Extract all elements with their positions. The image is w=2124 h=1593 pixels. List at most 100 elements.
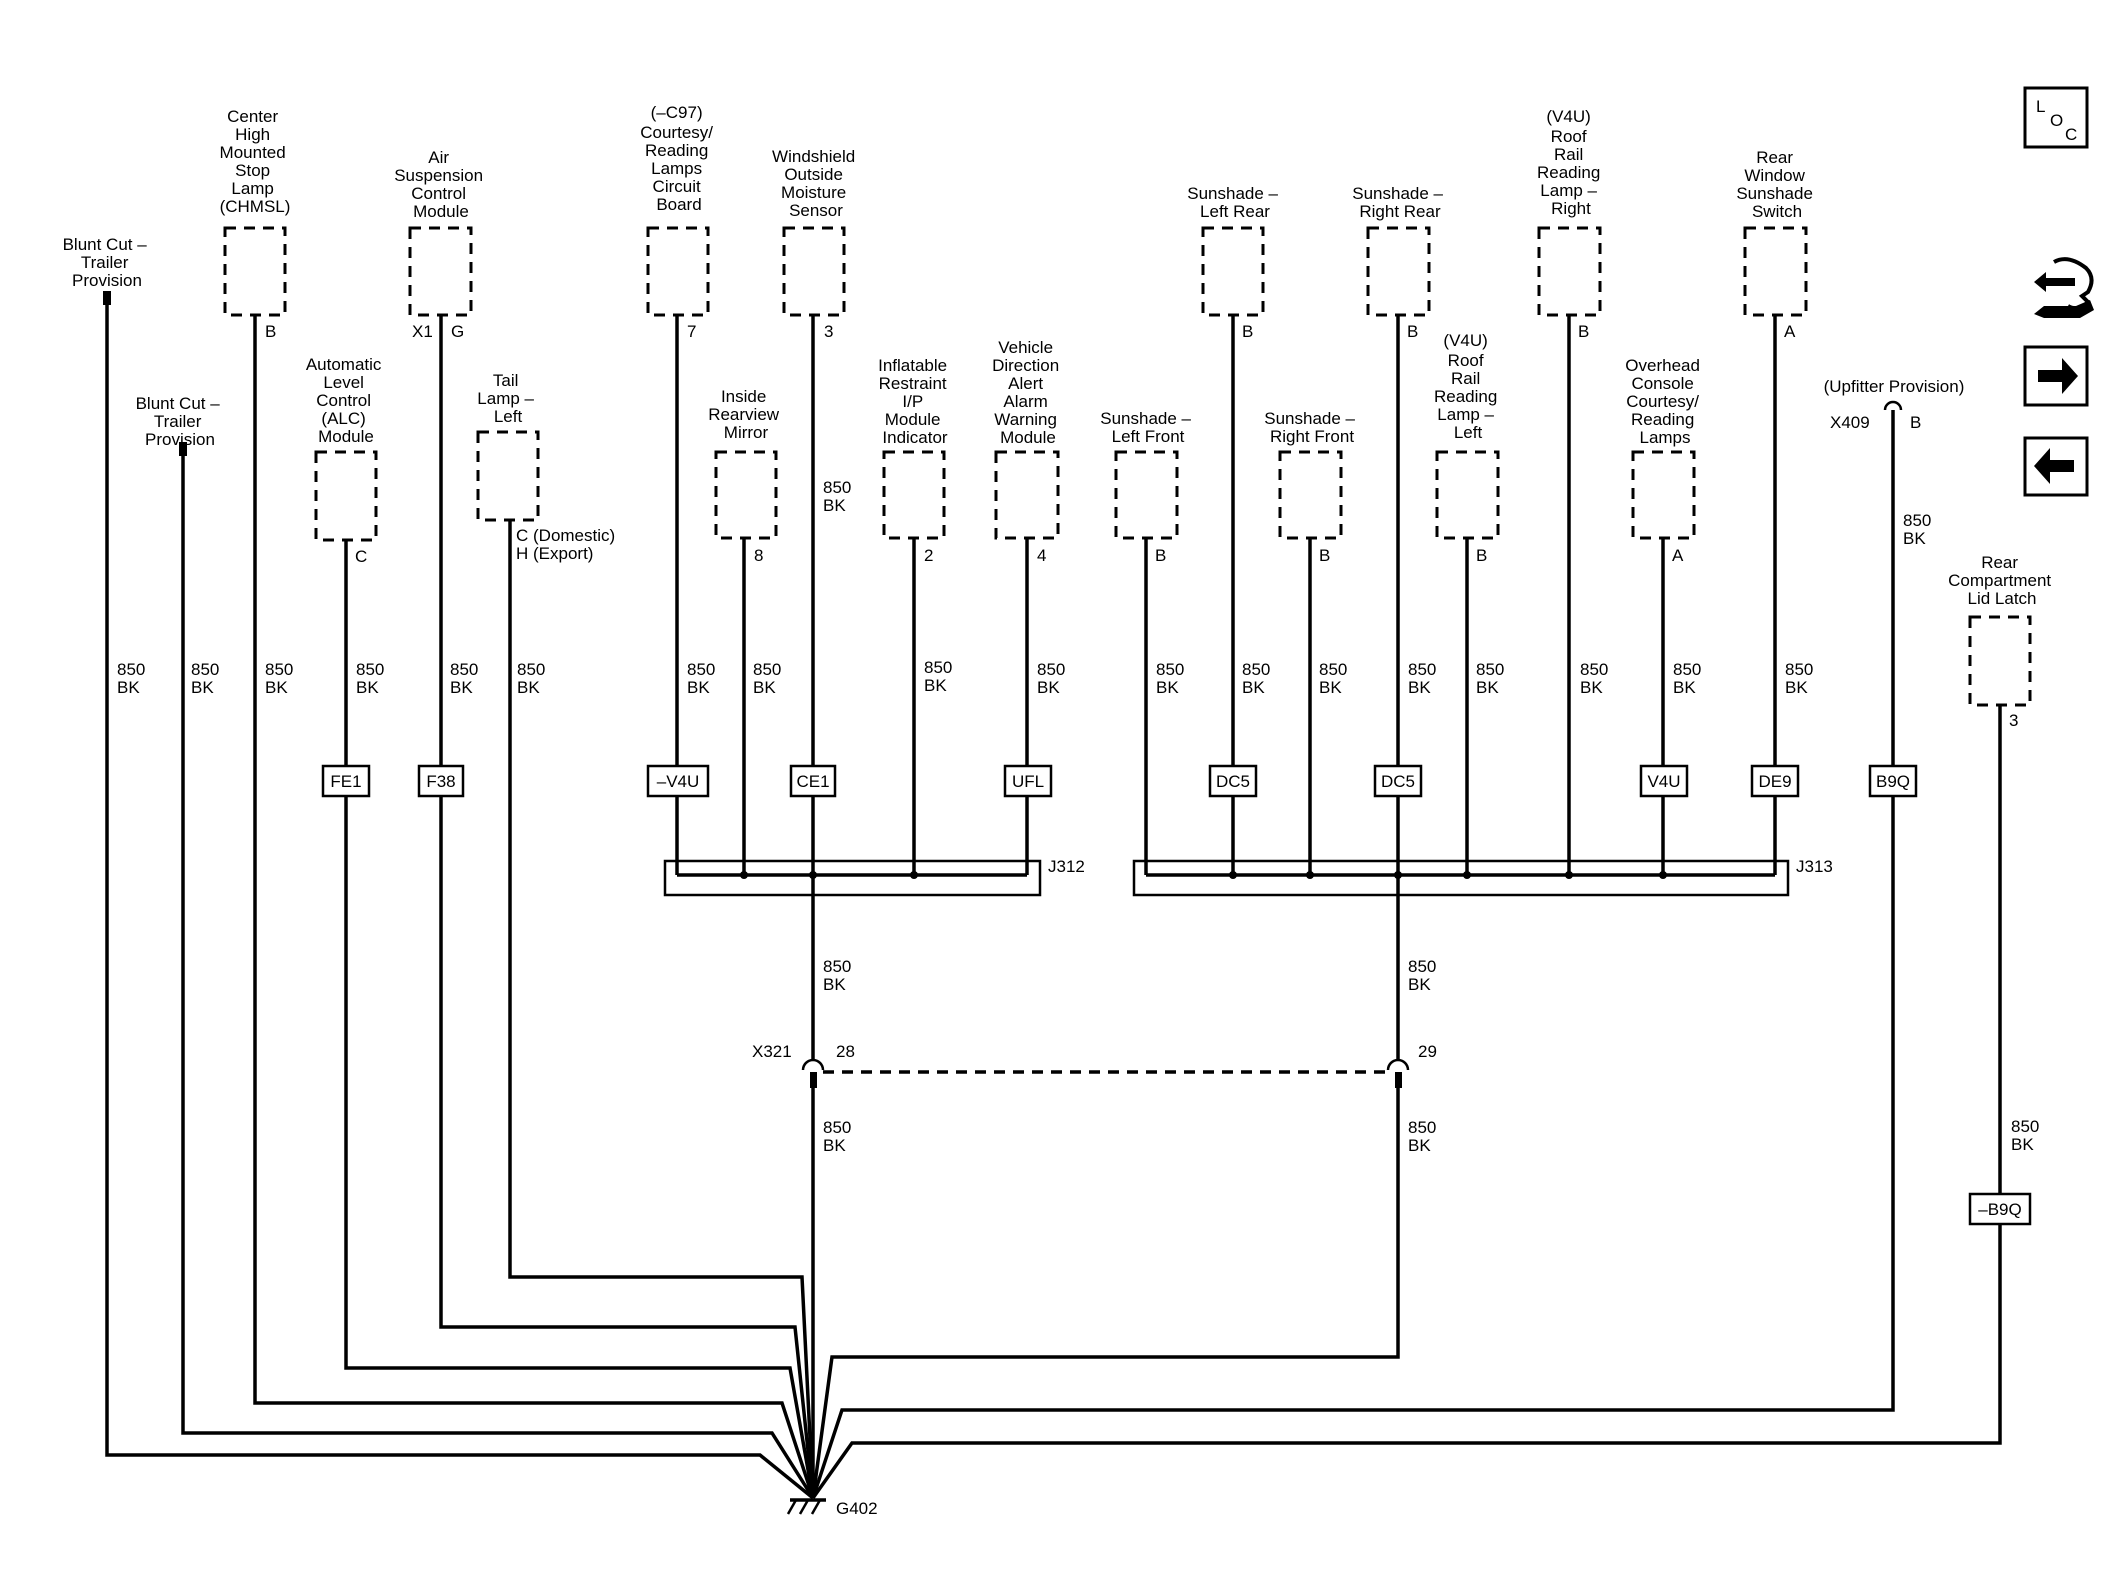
svg-text:BK: BK [1476,678,1499,697]
svg-text:850: 850 [823,478,851,497]
pin-mirror: 8 [754,546,763,565]
pin-chmsl: B [265,322,276,341]
svg-text:BK: BK [1156,678,1179,697]
svg-text:850: 850 [1408,660,1436,679]
option-box: FE1 [321,764,371,798]
wrench-arrow-icon[interactable] [2034,257,2094,318]
pin-roofr: B [1578,322,1589,341]
box-chmsl [223,226,287,317]
box-alc [314,450,378,542]
svg-text:850: 850 [924,658,952,677]
svg-text:BK: BK [1037,678,1060,697]
pin-alc: C [355,547,367,566]
pin-vdaa: 4 [1037,546,1046,565]
label-mirror: Inside Rearview Mirror [708,387,784,442]
wire-alc [344,540,815,1499]
connector-x1: X1 [412,322,433,341]
svg-text:850: 850 [687,660,715,679]
pin-airsusp: G [451,322,464,341]
box-taillamp [476,430,540,522]
box-airbagind [882,450,946,540]
wire-blunt1 [105,305,815,1500]
svg-text:850: 850 [1408,957,1436,976]
svg-text:850: 850 [117,660,145,679]
svg-text:850: 850 [823,1118,851,1137]
svg-text:850: 850 [823,957,851,976]
svg-text:850: 850 [450,660,478,679]
label-roofr: (V4U) Roof Rail Reading Lamp – Right [1537,107,1605,218]
ground-label: G402 [836,1499,878,1518]
svg-text:BK: BK [1242,678,1265,697]
component-boxes [223,226,2032,707]
label-airsusp: Air Suspension Control Module [394,148,488,221]
pin-29: 29 [1418,1042,1437,1061]
svg-text:850: 850 [517,660,545,679]
label-ssrf: Sunshade – Right Front [1264,409,1359,446]
svg-text:DC5: DC5 [1381,772,1415,791]
box-courtesy [646,226,710,317]
inline-connector-x321: X321 28 29 [752,1042,1437,1088]
pin-28: 28 [836,1042,855,1061]
wire-blunt2 [181,456,815,1499]
pin-reartrunk: 3 [2009,711,2018,730]
wire-airsusp [439,315,815,1499]
box-sslr [1201,226,1265,317]
splice-label-j313: J313 [1796,857,1833,876]
svg-text:B9Q: B9Q [1876,772,1910,791]
svg-text:BK: BK [924,676,947,695]
svg-text:BK: BK [823,1136,846,1155]
pin-upfitter: B [1910,413,1921,432]
label-airbagind: Inflatable Restraint I/P Module Indicato… [878,356,952,447]
pin-ssrf: B [1319,546,1330,565]
splice-j313: J313 [1132,857,1833,897]
label-moisture: Windshield Outside Moisture Sensor [772,147,860,220]
svg-text:BK: BK [1408,678,1431,697]
svg-text:BK: BK [117,678,140,697]
back-arrow-button[interactable] [2023,436,2089,497]
wire-taillamp [508,520,815,1499]
label-alc: Automatic Level Control (ALC) Module [306,355,386,446]
option-box: B9Q [1868,764,1918,798]
svg-text:BK: BK [823,975,846,994]
box-roofl [1435,450,1500,540]
label-blunt2: Blunt Cut – Trailer Provision [136,394,225,449]
component-labels: Blunt Cut – Trailer Provision Center Hig… [63,103,2052,608]
pin-airbagind: 2 [924,546,933,565]
pin-courtesy: 7 [687,322,696,341]
svg-text:850: 850 [1037,660,1065,679]
forward-arrow-button[interactable] [2023,345,2089,407]
option-box: V4U [1639,764,1689,798]
loc-icon[interactable]: L O C [2023,86,2089,149]
svg-text:BK: BK [1673,678,1696,697]
svg-text:–V4U: –V4U [657,772,700,791]
svg-text:BK: BK [450,678,473,697]
svg-text:BK: BK [1319,678,1342,697]
connector-x409-symbol [1883,400,1903,411]
connector-label-x321: X321 [752,1042,792,1061]
label-blunt1: Blunt Cut – Trailer Provision [63,235,152,290]
svg-text:BK: BK [1408,1136,1431,1155]
svg-text:850: 850 [1580,660,1608,679]
blunt-cut-stub-1 [103,291,111,305]
label-roofl: (V4U) Roof Rail Reading Lamp – Left [1434,331,1502,442]
pin-labels: B C X1 G C (Domestic) H (Export) 7 8 3 2… [265,322,2018,730]
svg-text:850: 850 [2011,1117,2039,1136]
pin-taillamp-export: H (Export) [516,544,593,563]
wire-upfitter [811,410,1895,1499]
splice-label-j312: J312 [1048,857,1085,876]
pin-roofl: B [1476,546,1487,565]
